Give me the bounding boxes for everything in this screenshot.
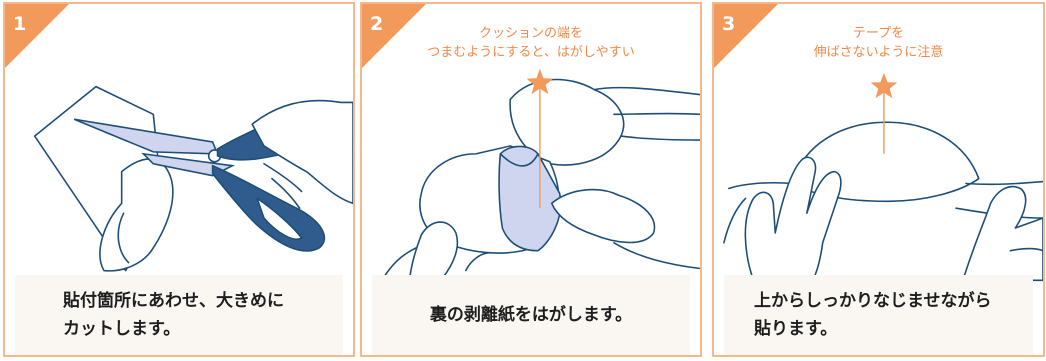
right-hand	[251, 99, 353, 205]
tip-note: テープを 伸ばさないように注意	[714, 24, 1043, 62]
step-number: 2	[370, 13, 384, 35]
cutting-illustration	[33, 85, 353, 272]
step-caption: 裏の剥離紙をはがします。	[372, 275, 690, 355]
tip-line: クッションの端を	[478, 26, 583, 41]
lower-hand	[408, 221, 459, 282]
step-corner-badge	[714, 4, 778, 68]
step-caption: 貼付箇所にあわせ、大きめに カットします。	[15, 275, 343, 355]
applying-illustration	[723, 72, 1043, 282]
step-number: 3	[722, 13, 736, 35]
star-marker	[870, 72, 898, 99]
step-caption: 上からしっかりなじませながら 貼ります。	[724, 275, 1033, 355]
step-corner-badge	[362, 4, 426, 68]
caption-line: 裏の剥離紙をはがします。	[429, 305, 633, 325]
tip-line: 伸ばさないように注意	[813, 45, 944, 60]
scissor-blade-bottom	[141, 152, 236, 177]
caption-line: 貼付箇所にあわせ、大きめに	[63, 291, 284, 311]
tip-line: テープを	[852, 26, 905, 41]
left-pressing-hand	[744, 156, 842, 282]
pinching-hand	[550, 188, 656, 244]
step-number: 1	[13, 13, 27, 35]
caption-line: 貼ります。	[754, 319, 838, 339]
step-corner-badge	[5, 4, 69, 68]
tip-note: クッションの端を つまむようにすると、はがしやすい	[362, 24, 700, 62]
right-pressing-hand	[962, 185, 1043, 282]
step-2-panel: 2 クッションの端を つまむようにすると、はがしやすい 裏の剥離紙をはがします。	[360, 2, 702, 357]
step-3-panel: 3 テープを 伸ばさないように注意 上からしっかりなじませながら 貼ります。	[712, 2, 1045, 357]
caption-line: カットします。	[63, 319, 181, 339]
caption-line: 上からしっかりなじませながら	[754, 291, 992, 311]
tip-line: つまむようにすると、はがしやすい	[427, 45, 635, 60]
star-marker	[526, 68, 554, 95]
step-1-panel: 1 貼付箇所にあわせ、大きめに カットします。	[3, 2, 355, 357]
peeling-illustration	[380, 68, 700, 282]
release-paper	[498, 145, 562, 252]
